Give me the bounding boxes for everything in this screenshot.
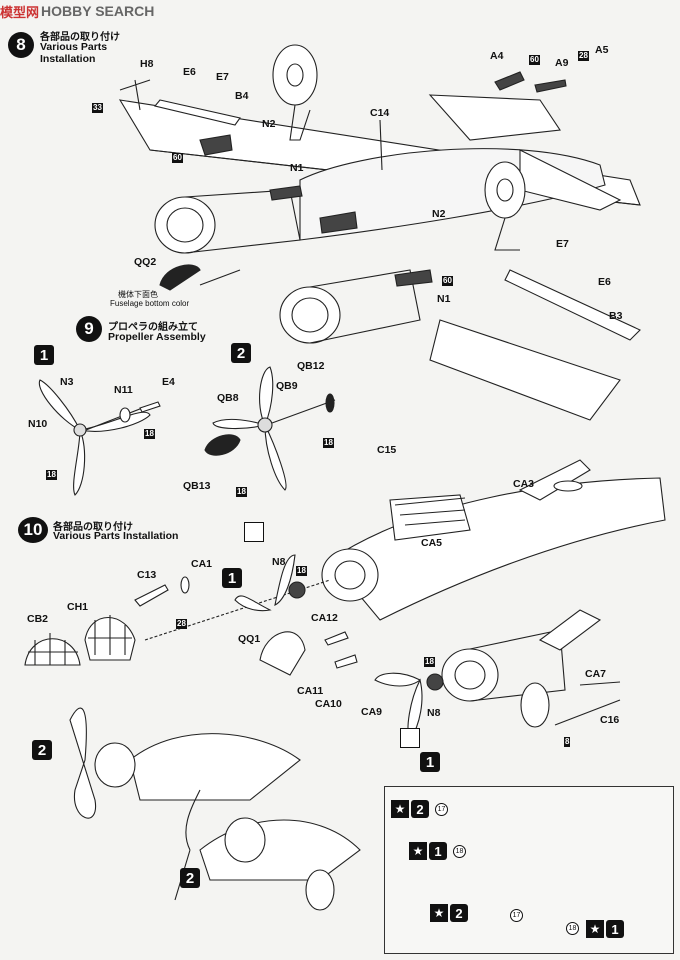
- option-marker-10-2: 1: [420, 752, 440, 772]
- paint-code-8: 8: [564, 737, 571, 747]
- part-label-ca9: CA9: [361, 706, 383, 718]
- part-label-a4: A4: [490, 50, 504, 62]
- inset-code-18: 18: [566, 922, 579, 935]
- inset-row-2: ★ 1 18: [409, 842, 466, 860]
- paint-code-18-n8-lower: 18: [424, 657, 435, 667]
- note-fuselage-en: Fuselage bottom color: [110, 299, 190, 308]
- watermark: 模型网 HOBBY SEARCH: [0, 0, 154, 22]
- part-label-n2-top: N2: [262, 118, 276, 130]
- part-label-n10: N10: [28, 418, 48, 430]
- step-8-title-jp: 各部品の取り付け: [40, 32, 120, 43]
- part-label-b3: B3: [609, 310, 623, 322]
- inset-option-1: 1: [429, 842, 447, 860]
- paint-code-28-c13: 28: [176, 619, 187, 629]
- star-icon: ★: [409, 842, 427, 860]
- part-label-n1-bottom: N1: [437, 293, 451, 305]
- part-label-cb2: CB2: [27, 613, 49, 625]
- star-icon: ★: [391, 800, 409, 818]
- part-label-ca3: CA3: [513, 478, 535, 490]
- part-label-qb8: QB8: [217, 392, 239, 404]
- part-label-n8-top: N8: [272, 556, 286, 568]
- option-marker-1: 1: [34, 345, 54, 365]
- step-10-number: 10: [18, 517, 48, 543]
- inset-code-17: 17: [510, 909, 523, 922]
- step-9-title-jp: プロペラの組み立て: [108, 322, 198, 333]
- part-label-n2-mid: N2: [432, 208, 446, 220]
- part-label-qq1: QQ1: [238, 633, 261, 645]
- part-label-c13: C13: [137, 569, 157, 581]
- part-label-ca12: CA12: [311, 612, 338, 624]
- inset-row-3: ★ 2: [430, 904, 468, 922]
- paint-code-18-n8: 18: [296, 566, 307, 576]
- option-marker-bottom-2a: 2: [32, 740, 52, 760]
- watermark-logo: 模型网: [0, 4, 40, 20]
- part-label-ca10: CA10: [315, 698, 342, 710]
- paint-code-60-n1: 60: [442, 276, 453, 286]
- step-9-number: 9: [76, 316, 102, 342]
- inset-code-17: 17: [435, 802, 448, 816]
- part-label-qq2: QQ2: [134, 256, 157, 268]
- part-label-c16: C16: [600, 714, 620, 726]
- paint-code-18-qb12: 18: [323, 438, 334, 448]
- part-label-ca7: CA7: [585, 668, 607, 680]
- part-label-a9: A9: [555, 57, 569, 69]
- part-label-e6: E6: [183, 66, 196, 78]
- inset-row-4: ★ 1: [586, 920, 624, 938]
- option-marker-bottom-2b: 2: [180, 868, 200, 888]
- part-label-n3: N3: [60, 376, 74, 388]
- paint-code-18-n10: 18: [46, 470, 57, 480]
- no-cement-icon: [400, 728, 420, 748]
- paint-code-18-n11: 18: [144, 429, 155, 439]
- paint-code-28-a5: 28: [578, 51, 589, 61]
- paint-code-18-qb13: 18: [236, 487, 247, 497]
- step-8-title-en-2: Installation: [40, 53, 96, 65]
- paint-code-60-left: 60: [172, 153, 183, 163]
- part-label-h8: H8: [140, 58, 154, 70]
- part-label-e7: E7: [216, 71, 229, 83]
- part-label-qb9: QB9: [276, 380, 298, 392]
- part-label-ca5: CA5: [421, 537, 443, 549]
- part-label-n11: N11: [114, 384, 133, 396]
- part-label-n8-lower: N8: [427, 707, 441, 719]
- step-8-title-en-1: Various Parts: [40, 41, 108, 53]
- part-label-ca11: CA11: [297, 685, 324, 697]
- no-cement-icon: [244, 522, 264, 542]
- part-label-b4: B4: [235, 90, 249, 102]
- step-10-title-en: Various Parts Installation: [53, 530, 179, 542]
- part-label-c14: C14: [370, 107, 390, 119]
- step-10-title-jp: 各部品の取り付け: [53, 522, 133, 533]
- inset-row-1: ★ 2 17: [391, 800, 448, 818]
- part-label-ca1: CA1: [191, 558, 213, 570]
- part-label-e7-lower: E7: [556, 238, 569, 250]
- inset-option-2: 2: [450, 904, 468, 922]
- part-label-c15: C15: [377, 444, 397, 456]
- detail-inset: [384, 786, 674, 954]
- part-label-e6-lower: E6: [598, 276, 611, 288]
- watermark-brand: HOBBY SEARCH: [41, 3, 155, 19]
- inset-option-2: 2: [411, 800, 429, 818]
- option-marker-2: 2: [231, 343, 251, 363]
- paint-code-33: 33: [92, 103, 103, 113]
- inset-option-1: 1: [606, 920, 624, 938]
- step-8-number: 8: [8, 32, 34, 58]
- part-label-ch1: CH1: [67, 601, 89, 613]
- paint-code-60-a9: 60: [529, 55, 540, 65]
- step-9-title-en: Propeller Assembly: [108, 331, 206, 343]
- part-label-qb13: QB13: [183, 480, 211, 492]
- part-label-a5: A5: [595, 44, 609, 56]
- inset-code-18: 18: [453, 844, 466, 858]
- note-fuselage-jp: 機体下面色: [118, 290, 158, 299]
- star-icon: ★: [430, 904, 448, 922]
- part-label-n1-top: N1: [290, 162, 304, 174]
- option-marker-10-1: 1: [222, 568, 242, 588]
- star-icon: ★: [586, 920, 604, 938]
- part-label-qb12: QB12: [297, 360, 325, 372]
- part-label-e4: E4: [162, 376, 175, 388]
